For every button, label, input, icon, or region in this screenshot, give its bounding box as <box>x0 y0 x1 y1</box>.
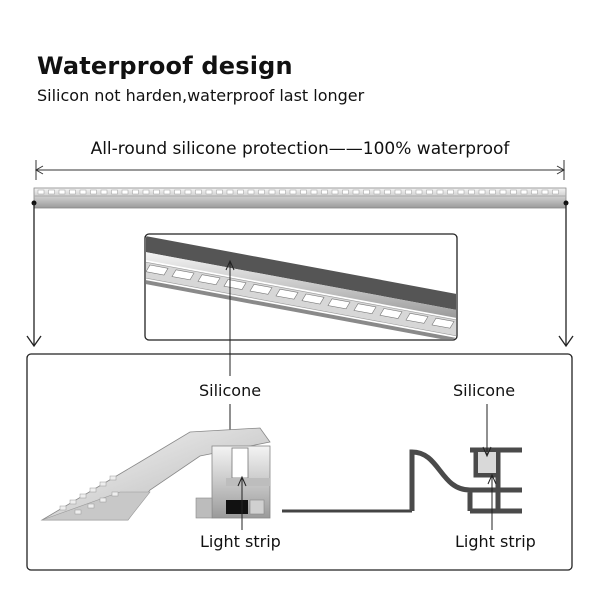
inset-slot <box>431 317 455 329</box>
silicone-label-left: Silicone <box>199 381 262 400</box>
profile-slot <box>321 189 328 195</box>
profile-slot <box>226 189 234 195</box>
profile-slot <box>69 189 76 195</box>
profile-slot <box>216 189 223 195</box>
profile-2d-cross-section <box>409 447 522 514</box>
zoom-inset <box>144 233 458 341</box>
profile-slot <box>415 189 423 195</box>
profile-slot <box>352 189 360 195</box>
profile-slot <box>142 189 150 195</box>
profile-slot <box>205 189 213 195</box>
profile-slot <box>394 189 402 195</box>
profile-slot <box>300 189 307 195</box>
cross-section-panel <box>26 353 573 571</box>
profile-slot <box>37 189 45 195</box>
profile-slot <box>331 189 339 195</box>
left-down-arrow <box>26 200 42 348</box>
profile-slot <box>552 189 559 195</box>
inset-slot <box>146 264 169 276</box>
page-title: Waterproof design <box>37 52 293 80</box>
profile-slot <box>279 189 286 195</box>
profile-slot <box>289 189 297 195</box>
inset-slot <box>327 298 351 310</box>
aluminium-profile-bar <box>33 187 567 209</box>
profile-slot <box>447 189 454 195</box>
profile-slot <box>310 189 318 195</box>
silicone-leader-right <box>482 404 492 458</box>
profile-3d-cross-section <box>40 427 271 521</box>
light-strip-leader-right <box>487 473 497 530</box>
light-strip-label-left: Light strip <box>200 532 281 551</box>
inset-slot <box>171 269 195 281</box>
inset-slot <box>197 274 221 286</box>
inset-slot <box>353 303 377 315</box>
profile-slot <box>48 189 55 195</box>
profile-slot <box>195 189 202 195</box>
profile-slot <box>153 189 160 195</box>
light-strip-label-right: Light strip <box>455 532 536 551</box>
profile-slot <box>426 189 433 195</box>
profile-slot <box>520 189 528 195</box>
silicone-label-right: Silicone <box>453 381 516 400</box>
span-dimension-arrow <box>34 160 566 180</box>
silicone-fill-right <box>478 452 496 473</box>
profile-slot <box>100 189 108 195</box>
profile-slot <box>457 189 465 195</box>
profile-slot <box>531 189 538 195</box>
profile-slot <box>478 189 486 195</box>
profile-slot <box>132 189 139 195</box>
profile-slot <box>121 189 129 195</box>
profile-slot <box>373 189 381 195</box>
profile-slot <box>174 189 181 195</box>
profile-slot <box>384 189 391 195</box>
waterproof-span-label: All-round silicone protection——100% wate… <box>90 139 510 159</box>
inset-slot <box>379 308 403 319</box>
profile-slot <box>258 189 265 195</box>
profile-slot <box>90 189 97 195</box>
profile-slot <box>111 189 118 195</box>
profile-slot <box>342 189 349 195</box>
profile-slot <box>268 189 276 195</box>
inset-slot <box>249 283 273 295</box>
profile-slot <box>468 189 475 195</box>
profile-slot <box>247 189 255 195</box>
profile-slot <box>405 189 412 195</box>
page-subtitle: Silicon not harden,waterproof last longe… <box>37 86 365 105</box>
right-down-arrow <box>558 200 574 348</box>
profile-slot <box>363 189 370 195</box>
profile-slot <box>499 189 507 195</box>
profile-slot <box>184 189 192 195</box>
profile-slot <box>510 189 517 195</box>
inset-slot <box>301 293 325 305</box>
profile-slot <box>237 189 244 195</box>
profile-slot <box>163 189 171 195</box>
inset-slot <box>275 288 299 300</box>
profile-slot <box>436 189 444 195</box>
light-strip-leader-left <box>237 475 247 530</box>
profile-slot <box>541 189 549 195</box>
profile-slot <box>79 189 87 195</box>
inset-slot <box>405 312 429 324</box>
profile-slot <box>489 189 496 195</box>
profile-slot <box>58 189 66 195</box>
